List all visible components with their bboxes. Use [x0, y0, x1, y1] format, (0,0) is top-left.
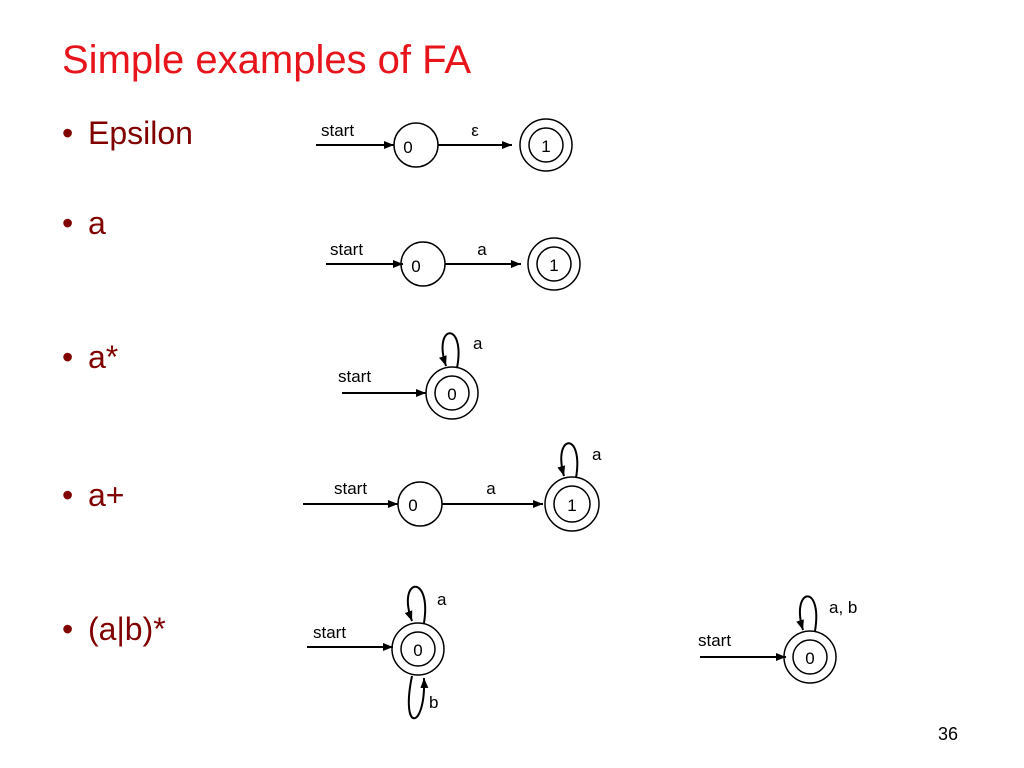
self-loop [557, 442, 579, 479]
state-0-label: 0 [805, 649, 814, 668]
bullet-label: (a|b)* [88, 611, 166, 647]
bullet-dot: • [62, 611, 74, 647]
start-label: start [313, 623, 346, 642]
start-label: start [698, 631, 731, 650]
accept-state-outer [527, 237, 581, 291]
state-1-label: 1 [567, 496, 576, 515]
fa-epsilon: start 0 ε 1 [316, 118, 573, 172]
accept-state-inner [792, 639, 828, 675]
loop-label: a, b [829, 598, 857, 617]
state-0 [393, 122, 439, 168]
fa-a-or-b-star-two-loops: start 0 a b [307, 585, 447, 720]
loop-label: a [592, 445, 602, 464]
bullet-label: Epsilon [88, 115, 193, 151]
state-0 [397, 481, 443, 527]
fa-a-star: start 0 a [338, 332, 483, 420]
bullet-dot: • [62, 477, 74, 513]
accept-state-inner [553, 485, 591, 523]
transition-label: a [486, 479, 496, 498]
loop-label: a [473, 334, 483, 353]
state-0 [400, 241, 446, 287]
fa-a-or-b-star-single-loop: start 0 a, b [698, 595, 857, 684]
slide-title: Simple examples of FA [62, 38, 472, 82]
accept-state-outer [783, 630, 837, 684]
accept-state-outer [544, 476, 600, 532]
state-1-label: 1 [541, 137, 550, 156]
accept-state-outer [519, 118, 573, 172]
state-0-label: 0 [403, 138, 412, 157]
self-loop-bottom [407, 675, 429, 720]
state-0-label: 0 [413, 641, 422, 660]
start-label: start [338, 367, 371, 386]
accept-state-inner [434, 375, 470, 411]
bullet-label: a* [88, 339, 119, 375]
state-0-label: 0 [408, 496, 417, 515]
bullet-epsilon: • Epsilon [62, 115, 193, 151]
bullet-dot: • [62, 339, 74, 375]
start-label: start [321, 121, 354, 140]
fa-a: start 0 a 1 [326, 237, 581, 291]
self-loop [439, 332, 460, 369]
state-1-label: 1 [549, 256, 558, 275]
state-0-label: 0 [447, 385, 456, 404]
bullet-dot: • [62, 205, 74, 241]
start-label: start [330, 240, 363, 259]
self-loop [796, 595, 818, 632]
bullet-label: a [88, 205, 106, 241]
loop-top-label: a [437, 590, 447, 609]
loop-bottom-label: b [429, 693, 438, 712]
accept-state-inner [528, 127, 564, 163]
bullet-a-plus: • a+ [62, 477, 125, 513]
bullet-label: a+ [88, 477, 125, 513]
fa-a-plus: start 0 a 1 a [303, 442, 602, 532]
bullet-a-or-b-star: • (a|b)* [62, 611, 166, 647]
accept-state-outer [391, 622, 445, 676]
accept-state-inner [400, 631, 436, 667]
self-loop-top [404, 585, 427, 624]
accept-state-outer [425, 366, 479, 420]
state-0-label: 0 [411, 257, 420, 276]
accept-state-inner [536, 246, 572, 282]
page-number: 36 [938, 724, 959, 744]
bullet-a: •a [62, 205, 106, 241]
bullet-a-star: • a* [62, 339, 119, 375]
transition-label: a [477, 240, 487, 259]
bullet-dot: • [62, 115, 74, 151]
start-label: start [334, 479, 367, 498]
transition-label: ε [471, 121, 479, 140]
